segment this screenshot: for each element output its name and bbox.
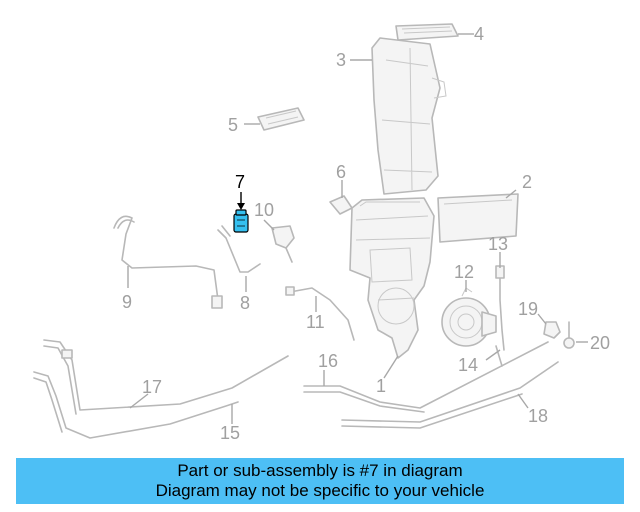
callout-numbers: 1 2 3 4 5 6 7 8 9 10 11 12 13 14 15 16 1… [122, 24, 610, 443]
callout-6: 6 [336, 162, 346, 182]
callout-18: 18 [528, 406, 548, 426]
part-9-hose [113, 215, 223, 309]
callout-10: 10 [254, 200, 274, 220]
part-18-line [341, 361, 559, 429]
part-7-leader [237, 192, 245, 210]
part-10-valve [271, 225, 295, 263]
part-14-rod [495, 345, 503, 367]
callout-19: 19 [518, 299, 538, 319]
callout-5: 5 [228, 115, 238, 135]
part-17-lines [43, 339, 289, 415]
part-12-blower-motor [441, 287, 497, 347]
part-3-duct [371, 37, 447, 195]
callout-13: 13 [488, 234, 508, 254]
callout-12: 12 [454, 262, 474, 282]
callout-3: 3 [336, 50, 346, 70]
callout-20: 20 [590, 333, 610, 353]
part-5-vent [257, 107, 305, 131]
part-19-nut [543, 321, 561, 339]
callout-14: 14 [458, 355, 478, 375]
callout-1: 1 [376, 376, 386, 396]
part-15-lines [33, 371, 239, 439]
callout-7: 7 [235, 172, 245, 192]
callout-11: 11 [306, 312, 325, 332]
callout-15: 15 [220, 423, 240, 443]
part-11-line [285, 286, 355, 341]
part-20-bolt [563, 321, 575, 349]
callout-9: 9 [122, 292, 132, 312]
part-2-filter [437, 193, 519, 243]
part-1-housing [349, 197, 435, 359]
callout-16: 16 [318, 351, 338, 371]
callout-4: 4 [474, 24, 484, 44]
part-7-highlighted [233, 209, 249, 233]
info-banner: Part or sub-assembly is #7 in diagram Di… [16, 458, 624, 504]
part-6-bracket [329, 195, 353, 215]
leader-lines [127, 33, 588, 424]
banner-line-2: Diagram may not be specific to your vehi… [155, 481, 485, 500]
part-8-hose [217, 225, 261, 273]
callout-17: 17 [142, 377, 162, 397]
part-13-cable [495, 265, 505, 351]
banner-line-1: Part or sub-assembly is #7 in diagram [177, 461, 463, 480]
part-4-grille [395, 23, 459, 41]
part-16-line [303, 341, 549, 413]
callout-8: 8 [240, 293, 250, 313]
callout-2: 2 [522, 172, 532, 192]
